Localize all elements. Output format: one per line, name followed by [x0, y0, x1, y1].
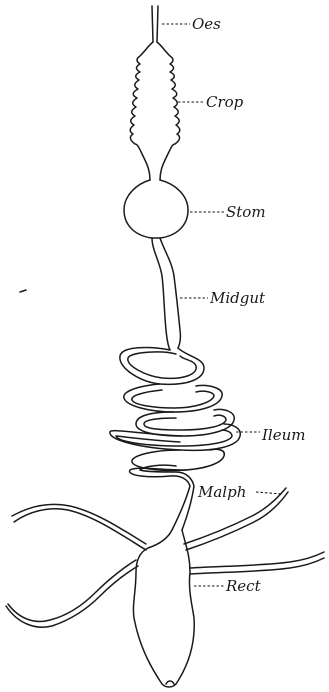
malph-leader	[256, 492, 282, 494]
label-crop: Crop	[206, 93, 244, 111]
label-malph: Malph	[197, 483, 246, 501]
label-oes: Oes	[192, 15, 221, 33]
malpighian-tubules	[6, 488, 324, 627]
stomach	[124, 180, 188, 238]
midgut	[152, 238, 180, 350]
ileum	[110, 348, 240, 530]
label-ileum: Ileum	[261, 426, 305, 444]
oesophagus	[152, 6, 158, 42]
label-stom: Stom	[226, 203, 266, 221]
rectum	[133, 530, 194, 687]
speck-mark	[20, 290, 26, 292]
crop	[130, 42, 180, 180]
label-midgut: Midgut	[209, 289, 266, 307]
label-rect: Rect	[225, 577, 262, 595]
